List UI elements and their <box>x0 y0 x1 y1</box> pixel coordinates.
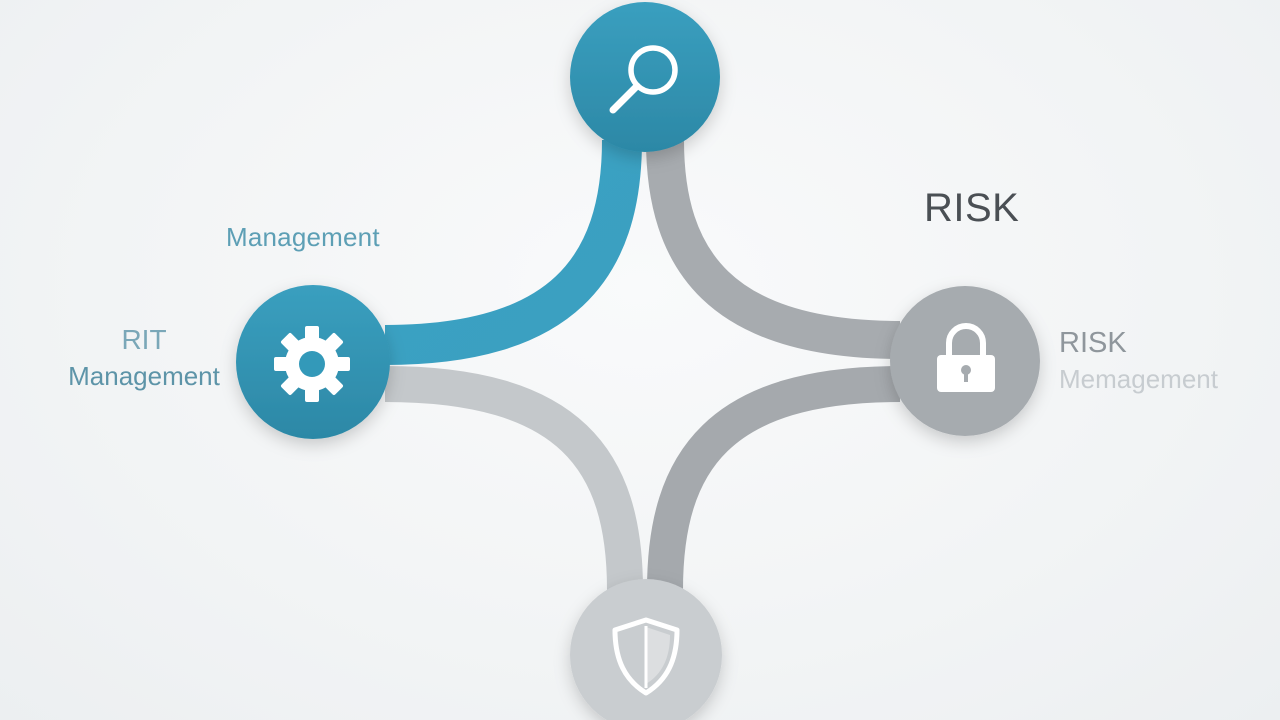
shield-icon <box>612 617 680 696</box>
label-rit: RIT <box>121 324 167 355</box>
label-management-left: Management <box>68 361 220 391</box>
node-bottom[interactable] <box>570 579 722 720</box>
path-top-to-left <box>384 139 642 365</box>
label-risk-top: RISK <box>924 186 1020 230</box>
label-management-top-left: Management <box>226 222 380 252</box>
label-memagement-right: Memagement <box>1059 364 1218 394</box>
node-left[interactable] <box>236 285 390 439</box>
label-rit-management: RIT Management <box>64 322 224 394</box>
padlock-icon <box>937 323 995 392</box>
path-right-to-bottom <box>647 366 901 591</box>
path-left-to-bottom <box>384 366 643 591</box>
label-risk-right: RISK <box>1059 327 1127 359</box>
node-top[interactable] <box>570 2 720 152</box>
magnifier-icon <box>609 45 678 114</box>
path-top-to-right <box>646 139 901 359</box>
label-risk-memagement: RISK Memagement <box>1059 325 1218 397</box>
node-right[interactable] <box>890 286 1040 436</box>
gear-icon <box>274 326 350 402</box>
